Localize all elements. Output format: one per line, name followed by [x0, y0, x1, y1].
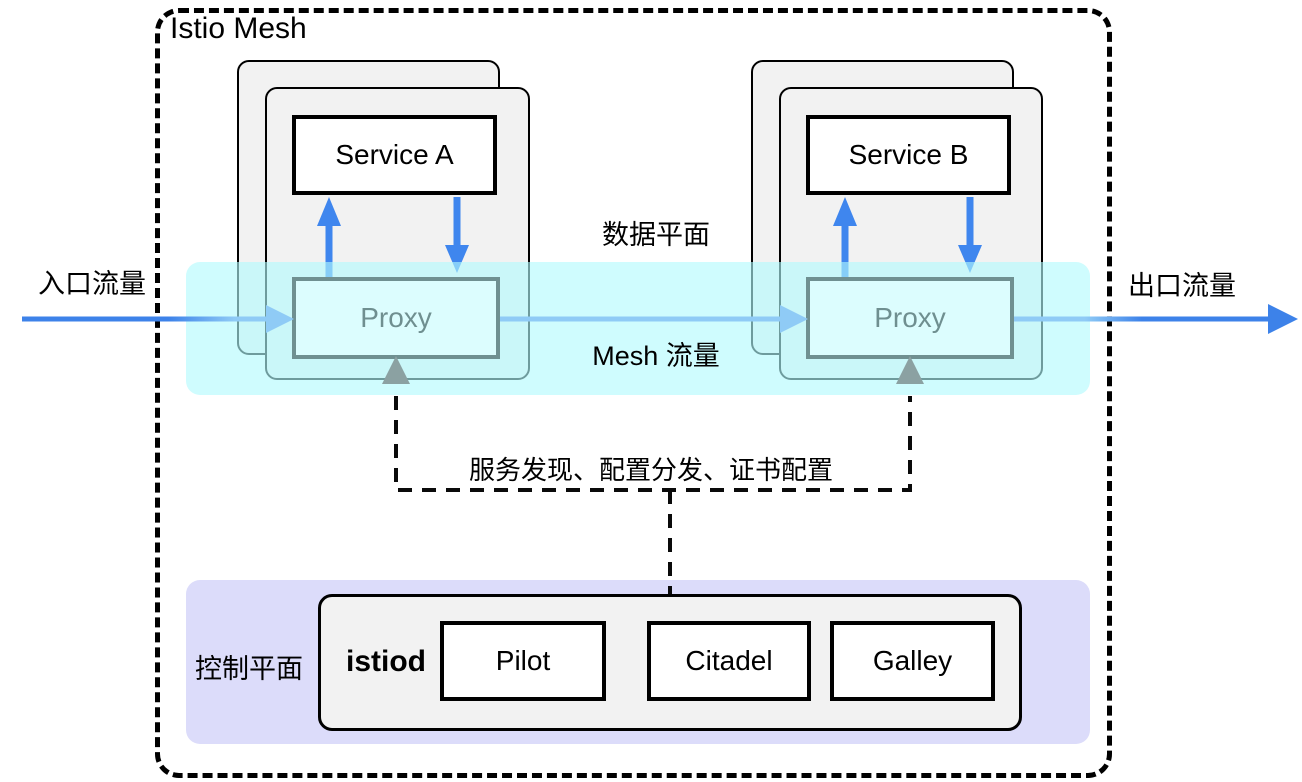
- discovery-label: 服务发现、配置分发、证书配置: [468, 455, 833, 485]
- pilot-box: Pilot: [440, 621, 606, 701]
- service-a-box: Service A: [292, 115, 497, 195]
- control-plane-label: 控制平面: [195, 654, 303, 684]
- galley-box: Galley: [830, 621, 995, 701]
- citadel-box: Citadel: [647, 621, 811, 701]
- service-b-box: Service B: [806, 115, 1011, 195]
- ingress-label: 入口流量: [38, 269, 146, 299]
- egress-label: 出口流量: [1128, 271, 1236, 301]
- istio-mesh-title: Istio Mesh: [170, 12, 307, 45]
- istiod-label: istiod: [346, 645, 426, 678]
- proxy-a-box: Proxy: [292, 277, 500, 359]
- proxy-b-box: Proxy: [806, 277, 1014, 359]
- istio-mesh-boundary: [155, 8, 1112, 778]
- mesh-traffic-label: Mesh 流量: [592, 341, 720, 371]
- data-plane-label: 数据平面: [602, 220, 710, 250]
